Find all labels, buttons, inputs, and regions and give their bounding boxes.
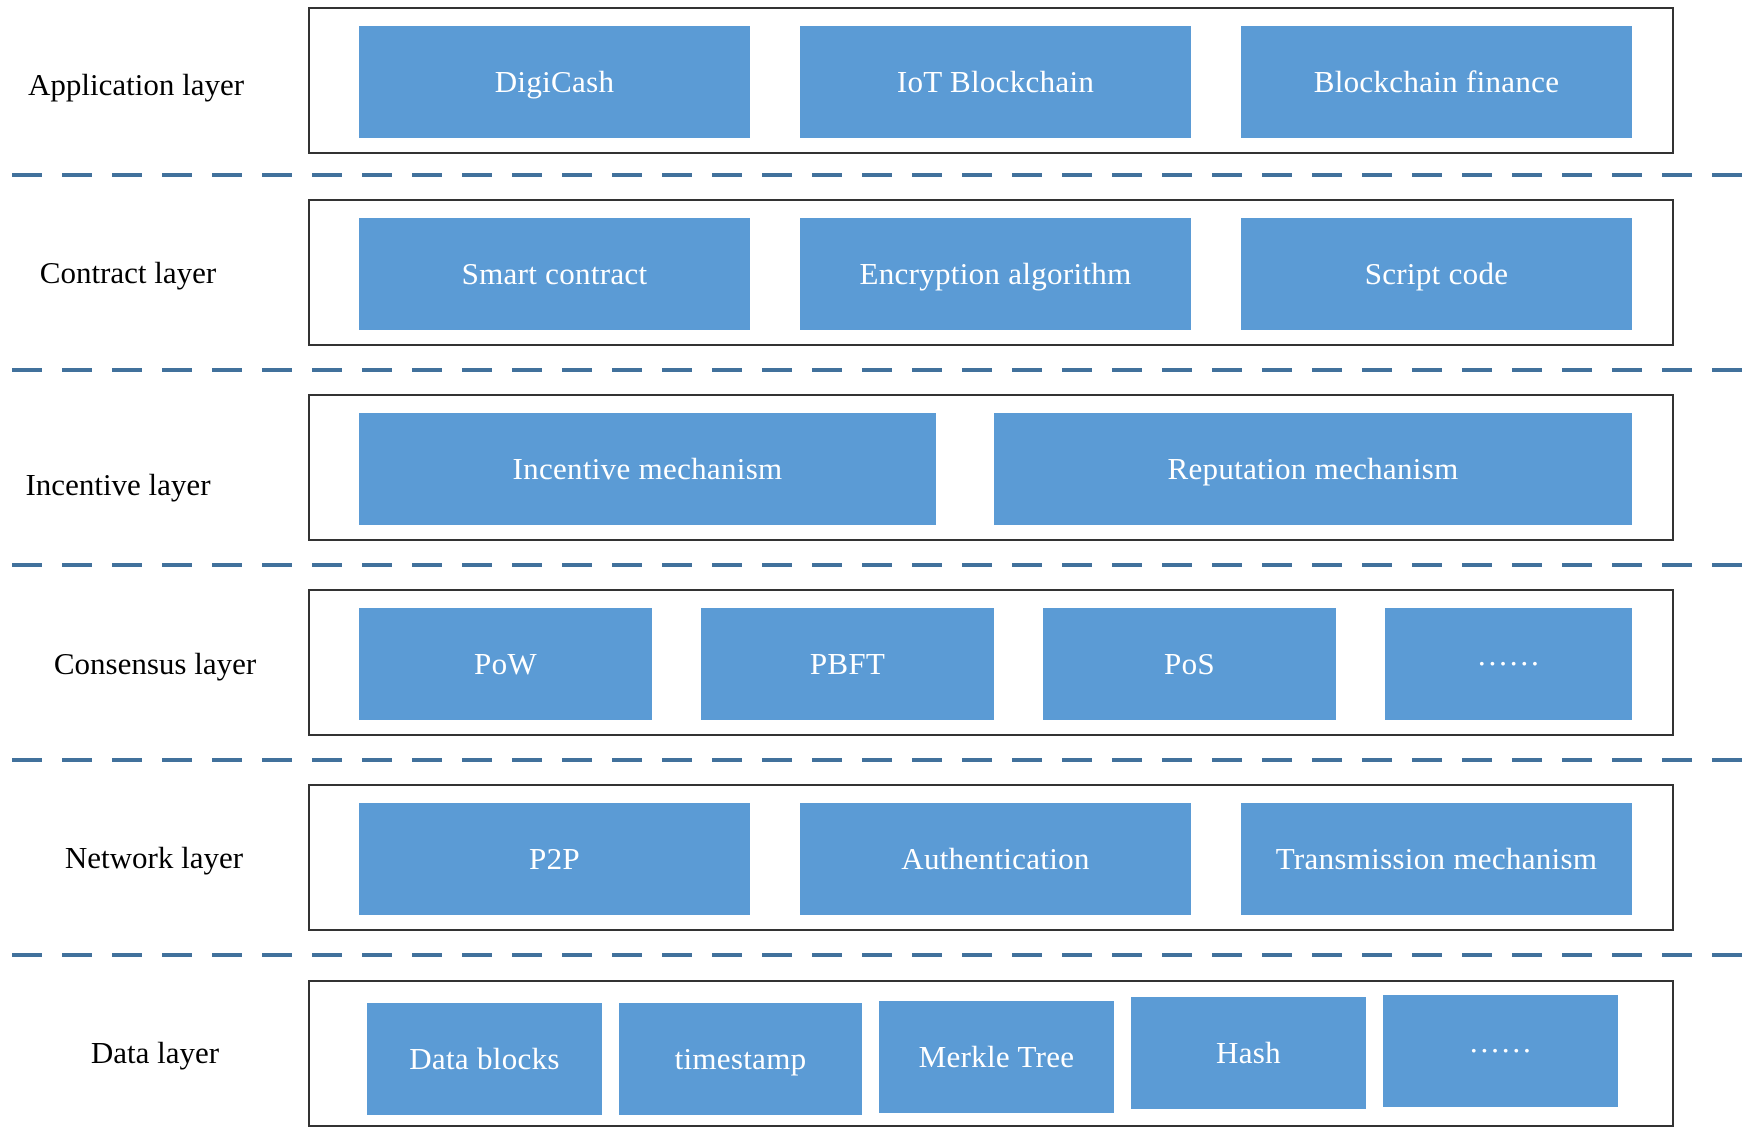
block-script-code: Script code — [1241, 218, 1632, 330]
layer-divider-2 — [12, 368, 1750, 372]
layer-divider-1 — [12, 173, 1750, 177]
block-transmission-mechanism: Transmission mechanism — [1241, 803, 1632, 915]
layer-label-consensus: Consensus layer — [53, 646, 257, 681]
block-pos: PoS — [1043, 608, 1336, 720]
layer-label-application: Application layer — [27, 67, 245, 102]
block-ellipsis: ······ — [1383, 995, 1618, 1107]
block-pow: PoW — [359, 608, 652, 720]
layer-label-network: Network layer — [64, 840, 244, 875]
block-hash: Hash — [1131, 997, 1366, 1109]
layer-frame-application: DigiCash IoT Blockchain Blockchain finan… — [308, 7, 1674, 154]
layer-frame-network: P2P Authentication Transmission mechanis… — [308, 784, 1674, 931]
block-timestamp: timestamp — [619, 1003, 862, 1115]
block-pbft: PBFT — [701, 608, 994, 720]
block-data-blocks: Data blocks — [367, 1003, 602, 1115]
block-incentive-mechanism: Incentive mechanism — [359, 413, 936, 525]
block-authentication: Authentication — [800, 803, 1191, 915]
block-reputation-mechanism: Reputation mechanism — [994, 413, 1632, 525]
block-blockchain-finance: Blockchain finance — [1241, 26, 1632, 138]
layer-label-incentive: Incentive layer — [25, 467, 211, 502]
layer-divider-4 — [12, 758, 1750, 762]
layer-divider-5 — [12, 953, 1750, 957]
block-iot-blockchain: IoT Blockchain — [800, 26, 1191, 138]
layer-frame-data: Data blocks timestamp Merkle Tree Hash ·… — [308, 980, 1674, 1127]
block-smart-contract: Smart contract — [359, 218, 750, 330]
layer-frame-consensus: PoW PBFT PoS ······ — [308, 589, 1674, 736]
block-merkle-tree: Merkle Tree — [879, 1001, 1114, 1113]
layer-frame-contract: Smart contract Encryption algorithm Scri… — [308, 199, 1674, 346]
block-ellipsis: ······ — [1385, 608, 1632, 720]
layer-label-data: Data layer — [90, 1035, 220, 1070]
block-digicash: DigiCash — [359, 26, 750, 138]
block-encryption-algorithm: Encryption algorithm — [800, 218, 1191, 330]
layer-divider-3 — [12, 563, 1750, 567]
layer-label-contract: Contract layer — [39, 255, 217, 290]
layer-frame-incentive: Incentive mechanism Reputation mechanism — [308, 394, 1674, 541]
block-p2p: P2P — [359, 803, 750, 915]
